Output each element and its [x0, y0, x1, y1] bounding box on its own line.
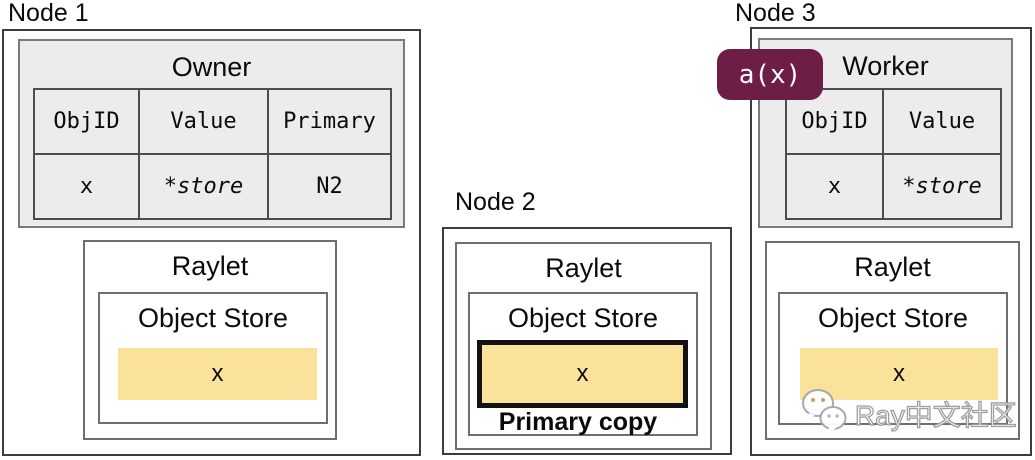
owner-cell-value: *store — [138, 153, 269, 220]
node2-object-x-primary: x — [477, 340, 688, 408]
owner-cell-objid: x — [33, 153, 140, 220]
owner-col-primary: Primary — [267, 88, 392, 155]
owner-col-objid: ObjID — [33, 88, 140, 155]
worker-cell-value: *store — [882, 153, 1002, 220]
object-store-title: Object Store — [137, 303, 289, 333]
wechat-icon — [802, 389, 847, 434]
node2-label: Node 2 — [455, 188, 536, 216]
table-row: x *store N2 — [33, 153, 392, 220]
primary-copy-label: Primary copy — [498, 408, 658, 436]
node3-worker-table: ObjID Value x *store — [785, 88, 1002, 220]
node3-object-x: x — [800, 348, 998, 400]
raylet-title: Raylet — [171, 251, 249, 281]
owner-cell-primary: N2 — [267, 153, 392, 220]
task-badge-a-of-x: a(x) — [717, 49, 823, 100]
node3-label: Node 3 — [735, 0, 816, 27]
node1-object-x: x — [118, 348, 317, 400]
worker-title: Worker — [842, 51, 929, 81]
owner-title: Owner — [171, 52, 252, 82]
worker-col-value: Value — [882, 88, 1002, 155]
node1-label: Node 1 — [8, 0, 89, 27]
watermark: Ray中文社区 — [799, 387, 1017, 437]
table-row: ObjID Value — [785, 88, 1002, 155]
object-store-title: Object Store — [507, 303, 659, 333]
raylet-title: Raylet — [854, 252, 931, 282]
owner-col-value: Value — [138, 88, 269, 155]
worker-cell-objid: x — [785, 153, 884, 220]
table-row: x *store — [785, 153, 1002, 220]
table-row: ObjID Value Primary — [33, 88, 392, 155]
watermark-text: Ray中文社区 — [854, 400, 1017, 431]
node1-owner-table: ObjID Value Primary x *store N2 — [33, 88, 392, 220]
object-store-title: Object Store — [817, 303, 969, 333]
raylet-title: Raylet — [545, 253, 622, 283]
